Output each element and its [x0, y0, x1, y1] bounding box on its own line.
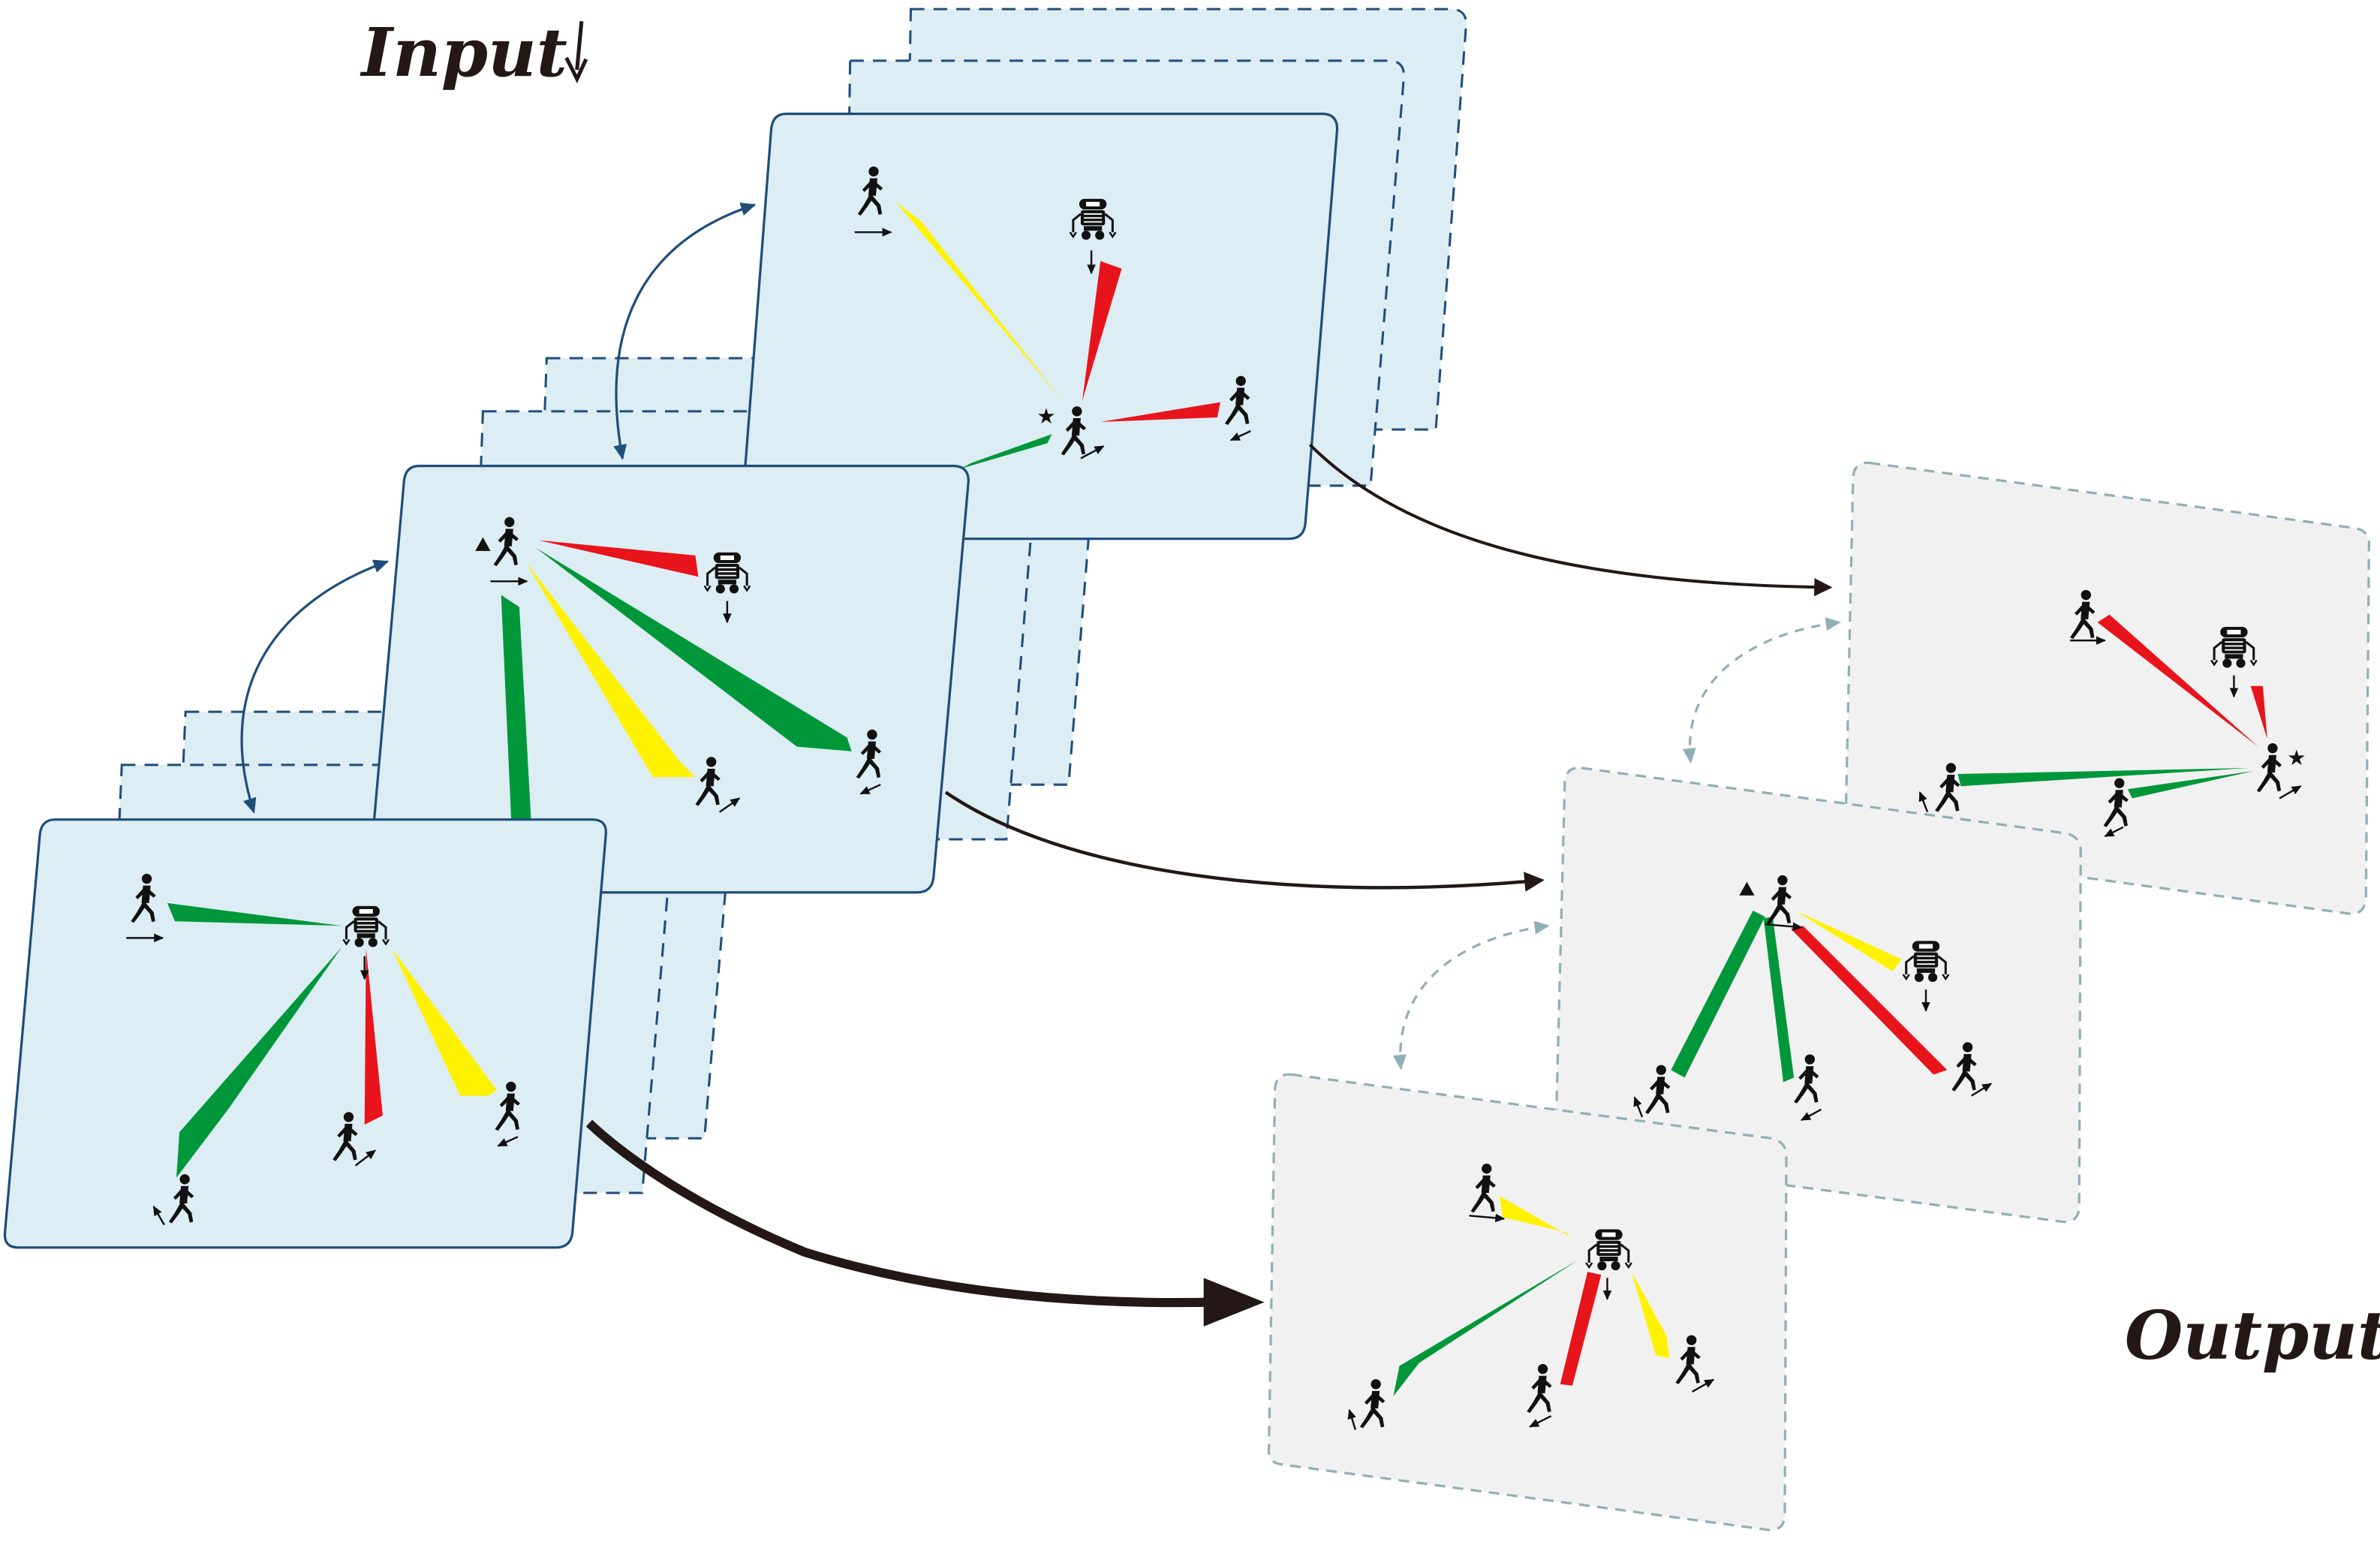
edge-red: [2097, 614, 2258, 747]
input-down-arrowhead: [564, 56, 588, 83]
temporal-link-arc: [240, 559, 390, 814]
input-frame-1: [3, 818, 607, 1249]
triangle-icon: [475, 537, 491, 551]
star-icon: ★: [2287, 745, 2306, 770]
motion-arrow-icon: [152, 1205, 165, 1226]
edge-green: [167, 902, 342, 926]
motion-arrow-icon: [859, 784, 881, 795]
output-frame-3: ★: [1844, 461, 2371, 915]
motion-arrow-icon: [1469, 1213, 1506, 1223]
edge-red: [1560, 1272, 1602, 1386]
motion-arrow-icon: [1971, 1083, 1993, 1097]
motion-arrow-icon: [1529, 1415, 1552, 1428]
edge-yellow: [392, 948, 497, 1096]
output-frame-1: [1267, 1073, 1788, 1531]
motion-arrow-icon: [2104, 826, 2124, 838]
input-label: Input: [360, 13, 567, 92]
flow-arrow-top: [1308, 443, 1833, 597]
edge-green: [176, 947, 342, 1178]
edge-yellow: [895, 201, 1063, 401]
motion-arrow-icon: [1347, 1408, 1357, 1430]
temporal-link-arc: [1682, 617, 1842, 764]
output-frame-2-panel: [1554, 766, 2082, 1224]
motion-arrow-icon: [1765, 922, 1803, 932]
input-title: Input: [360, 13, 588, 92]
edge-green: [1763, 917, 1795, 1083]
output-frame-1-panel: [1267, 1073, 1788, 1531]
input-frame-3-panel: [739, 113, 1339, 541]
input-frame-2: [368, 465, 970, 894]
edge-green: [536, 547, 852, 751]
input-frame-1-panel: [3, 818, 607, 1249]
edge-red: [1082, 261, 1122, 401]
flow-arrow-bottom-head: [1203, 1278, 1265, 1327]
edge-yellow: [1795, 910, 1902, 971]
motion-arrow-icon: [719, 797, 741, 813]
triangle-icon: [1739, 881, 1755, 896]
motion-arrow-icon: [1918, 791, 1929, 813]
flow-arrow-bottom: [585, 1119, 1214, 1308]
motion-arrow-icon: [2279, 785, 2302, 800]
star-icon: ★: [1037, 404, 1055, 429]
edge-green: [1671, 910, 1765, 1078]
edge-green: [2127, 771, 2254, 799]
motion-arrow-icon: [354, 1149, 377, 1167]
edge-green: [501, 595, 532, 832]
flow-arrow-middle: [944, 791, 1545, 892]
output-label: Output: [2125, 1295, 2380, 1374]
motion-arrow-icon: [497, 1136, 519, 1147]
edge-yellow: [1631, 1272, 1670, 1359]
edge-red: [1100, 402, 1220, 423]
edge-red: [1791, 926, 1948, 1075]
input-down-arrow: [575, 21, 584, 71]
motion-arrow-icon: [1692, 1378, 1715, 1393]
motion-arrow-icon: [1633, 1096, 1644, 1118]
motion-arrow-icon: [1800, 1108, 1822, 1122]
motion-arrow-icon: [1229, 430, 1251, 441]
output-frame-3-panel: [1844, 461, 2371, 915]
edge-green: [959, 434, 1052, 469]
input-frame-3: ★: [739, 113, 1339, 541]
temporal-link-arc: [1392, 920, 1550, 1071]
temporal-link-arc: [613, 202, 757, 460]
edge-red: [364, 948, 383, 1125]
motion-arrow-icon: [1080, 445, 1105, 459]
output-frame-2: [1554, 766, 2082, 1224]
